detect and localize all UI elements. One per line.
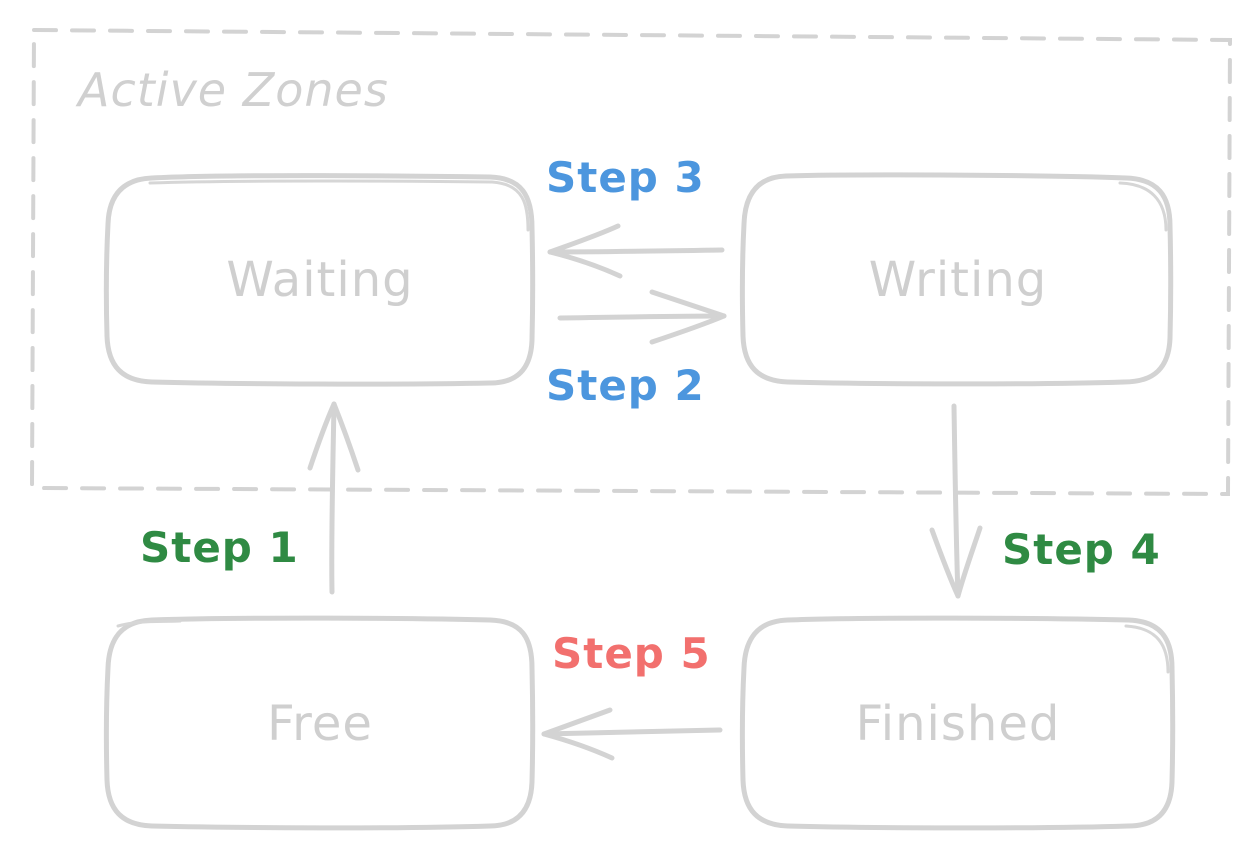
arrow-step5-shaft	[541, 727, 723, 737]
free-label: Free	[267, 696, 373, 752]
state-waiting: Waiting	[103, 173, 536, 387]
waiting-box	[103, 173, 536, 387]
arrow-step1	[307, 401, 361, 595]
arrow-step3-shaft	[547, 247, 725, 255]
arrow-step2	[557, 289, 727, 345]
arrow-step1-shaft	[329, 401, 337, 595]
writing-label: Writing	[869, 252, 1047, 308]
free-box	[103, 615, 536, 831]
active-zones-border	[29, 27, 1233, 497]
step2-label: Step 2	[546, 361, 705, 410]
arrow-step4	[929, 403, 983, 599]
arrow-step4-shaft	[951, 403, 961, 599]
active-zones-group: Active Zones	[29, 27, 1233, 497]
state-free: Free	[103, 615, 536, 831]
step5-label: Step 5	[552, 629, 711, 678]
step1-label: Step 1	[140, 523, 299, 572]
arrow-step3	[547, 223, 725, 279]
arrow-step5-head	[541, 707, 615, 761]
writing-box	[739, 172, 1174, 387]
arrow-step3-head	[547, 223, 623, 279]
state-writing: Writing	[739, 172, 1174, 387]
waiting-label: Waiting	[226, 252, 413, 308]
arrow-step4-head	[929, 525, 983, 599]
state-finished: Finished	[739, 615, 1176, 831]
arrow-step2-shaft	[557, 313, 727, 321]
step3-label: Step 3	[546, 153, 705, 202]
arrow-step2-head	[649, 289, 727, 345]
active-zones-title: Active Zones	[75, 63, 389, 117]
finished-box	[739, 615, 1176, 831]
finished-label: Finished	[856, 696, 1061, 752]
arrow-step1-head	[307, 401, 361, 473]
step4-label: Step 4	[1002, 525, 1161, 574]
arrow-step5	[541, 707, 723, 761]
